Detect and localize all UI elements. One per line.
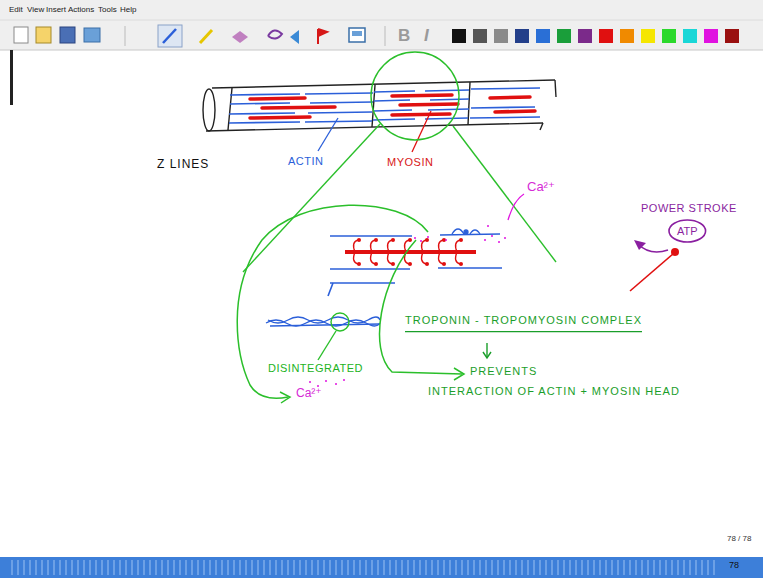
power-stroke-label: POWER STROKE bbox=[641, 202, 737, 215]
actin-filaments bbox=[229, 88, 540, 123]
toolbar-divider bbox=[0, 20, 763, 21]
calcium-leader bbox=[508, 194, 524, 220]
menu-item: Help bbox=[120, 5, 136, 14]
actin-leader bbox=[318, 118, 338, 151]
slide-bar bbox=[0, 557, 763, 578]
page-number: 78 bbox=[729, 560, 739, 570]
down-arrow bbox=[483, 343, 491, 358]
toolbar-icons bbox=[14, 25, 385, 47]
node-text: ATP bbox=[677, 225, 698, 237]
myosin-leader bbox=[412, 111, 431, 152]
zoom-myosin-dots bbox=[357, 238, 463, 266]
disintegrated-label: DISINTEGRATED bbox=[268, 362, 363, 375]
myosin-filaments bbox=[250, 95, 535, 118]
underline bbox=[405, 331, 642, 332]
window-edge bbox=[10, 50, 13, 105]
complex-label: TROPONIN - TROPOMYOSIN COMPLEX bbox=[405, 314, 642, 327]
menu-item: Tools bbox=[98, 5, 117, 14]
calcium-label: Ca²⁺ bbox=[296, 387, 322, 401]
tropomyosin-strand bbox=[266, 317, 380, 326]
slide-ticks bbox=[12, 560, 714, 575]
color-palette bbox=[452, 29, 739, 43]
prevents-label: PREVENTS bbox=[470, 365, 537, 378]
menu-item: View bbox=[27, 5, 44, 14]
power-stroke-sketch bbox=[630, 240, 679, 291]
zoom-actin bbox=[328, 234, 502, 296]
atp-circle: ATP bbox=[671, 221, 704, 241]
actin-label: ACTIN bbox=[288, 155, 324, 168]
muscle-fibre bbox=[203, 80, 556, 131]
calcium-label: Ca²⁺ bbox=[527, 180, 555, 195]
myosin-label: MYOSIN bbox=[387, 156, 433, 169]
troponin-circle bbox=[331, 313, 349, 331]
zoom-callout bbox=[243, 52, 556, 272]
disintegrated-leader bbox=[318, 331, 336, 360]
menu-item: Actions bbox=[68, 5, 94, 14]
process-arrows bbox=[237, 205, 464, 403]
toolbar bbox=[0, 0, 763, 50]
menu-item: Edit bbox=[9, 5, 23, 14]
zoom-myosin-heads bbox=[345, 240, 476, 264]
troponin-sites bbox=[452, 229, 480, 234]
z-lines-label: Z LINES bbox=[157, 158, 209, 172]
toolbar-border bbox=[0, 50, 763, 51]
italic-button: I bbox=[424, 26, 429, 46]
bold-button: B bbox=[398, 26, 410, 46]
page-counter: 78 / 78 bbox=[727, 534, 751, 543]
menu-item: Insert bbox=[46, 5, 66, 14]
interaction-label: INTERACTION OF ACTIN + MYOSIN HEAD bbox=[428, 385, 680, 398]
